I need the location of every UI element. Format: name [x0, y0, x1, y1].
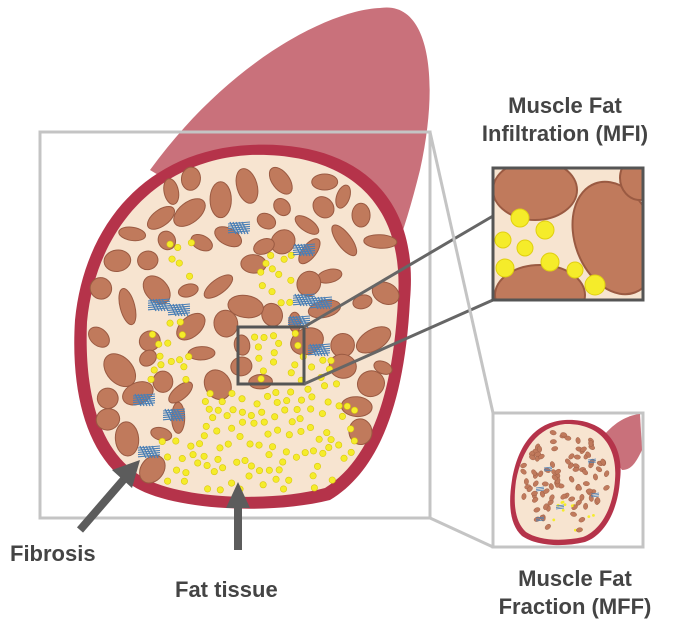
mfi-zoom-panel: [493, 156, 672, 325]
fat-tissue-label: Fat tissue: [175, 576, 278, 604]
fibrosis-label: Fibrosis: [10, 540, 96, 568]
mff-title-line2: Fraction (MFF): [499, 593, 652, 621]
mfi-title-line2: Infiltration (MFI): [482, 120, 648, 148]
mff-title: Muscle Fat Fraction (MFF): [499, 565, 652, 621]
mfi-title: Muscle Fat Infiltration (MFI): [482, 92, 648, 148]
mfi-title-line1: Muscle Fat: [482, 92, 648, 120]
mff-title-line1: Muscle Fat: [499, 565, 652, 593]
